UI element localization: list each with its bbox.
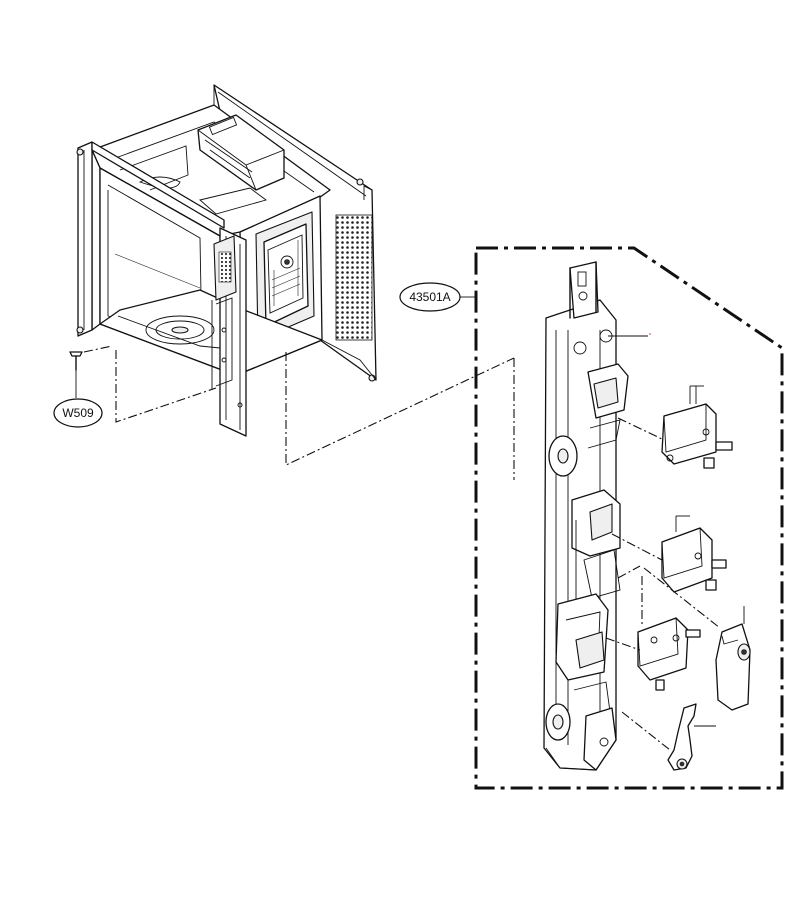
callout-assembly: 43501A: [399, 282, 476, 312]
screw-part: [69, 345, 113, 398]
assembly-boundary-frame: [474, 246, 784, 790]
callout-screw-label: W509: [62, 406, 94, 420]
latch-lever: [715, 606, 751, 711]
vent-mesh-right: [335, 214, 373, 341]
door-switch-holder: [543, 261, 629, 771]
switch-leader-lines: [605, 417, 721, 751]
assembly-leader-lines: [115, 350, 515, 480]
callout-screw: W509: [53, 398, 103, 428]
actuator-cam: [667, 703, 716, 771]
holder-leader: [608, 333, 651, 337]
oven-cavity: [76, 84, 377, 437]
micro-switch-bottom: [637, 617, 701, 691]
micro-switch-middle: [661, 515, 727, 593]
callout-assembly-label: 43501A: [409, 290, 450, 304]
micro-switch-top: [661, 385, 733, 469]
